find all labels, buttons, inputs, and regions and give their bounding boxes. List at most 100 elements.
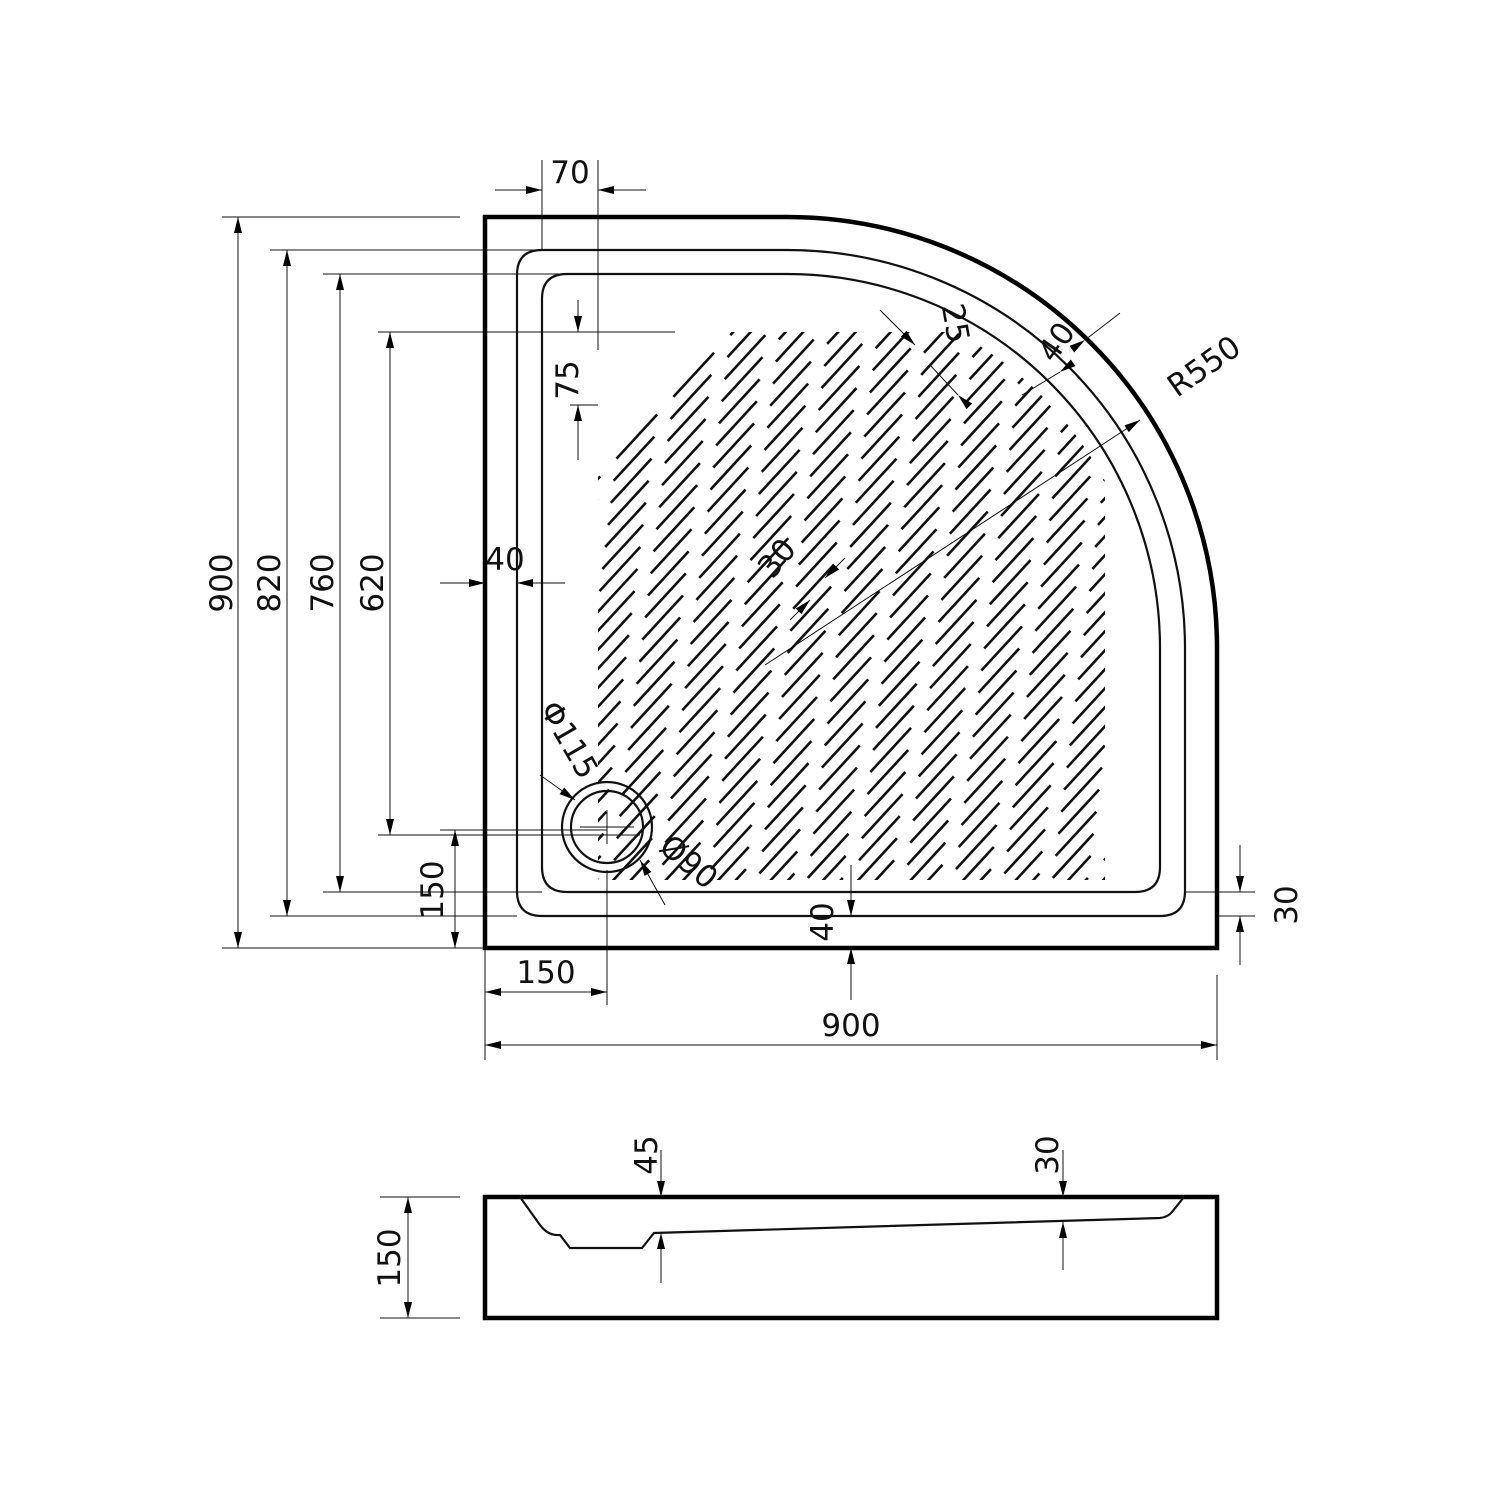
arrowhead: [451, 830, 459, 846]
pattern-stroke: [1120, 140, 1500, 900]
arrowhead: [640, 860, 652, 876]
arrowhead: [234, 932, 242, 948]
pattern-stroke: [598, 332, 1086, 880]
antislip-pattern: [598, 140, 1500, 900]
dim-basin-height: 760: [305, 553, 341, 612]
arrowhead: [234, 217, 242, 233]
arrowhead: [386, 819, 394, 835]
dim-overall-width: 900: [821, 1008, 880, 1044]
pattern-stroke: [598, 332, 1105, 880]
arrowhead: [574, 405, 582, 421]
dim-bottom-step: 30: [1269, 885, 1305, 924]
pattern-stroke: [598, 332, 1016, 880]
arrowhead: [847, 900, 855, 916]
pattern-stroke: [598, 332, 981, 880]
pattern-stroke: [1190, 140, 1500, 900]
tray-basin-outline: [540, 272, 1162, 894]
tray-rim-outline: [515, 248, 1187, 918]
dim-pattern-top-offset: 75: [550, 360, 586, 399]
arrowhead: [526, 186, 542, 194]
dim-left-rim: 40: [485, 542, 524, 578]
pattern-stroke: [944, 332, 1105, 880]
dim-rim-gap: 25: [934, 301, 976, 346]
arrowhead: [485, 1041, 501, 1049]
pattern-stroke: [926, 332, 1105, 880]
dim-corner-radius: R550: [1161, 329, 1248, 405]
pattern-stroke: [909, 332, 1105, 880]
dim-drain-outer: Φ115: [532, 695, 605, 785]
pattern-stroke: [1260, 140, 1500, 900]
pattern-stroke: [598, 332, 1105, 880]
pattern-stroke: [734, 332, 1105, 880]
arrowhead: [591, 988, 607, 996]
arrowhead: [336, 274, 344, 290]
pattern-stroke: [839, 332, 1105, 880]
pattern-stroke: [1138, 140, 1500, 900]
dimension-arrows: [234, 186, 1244, 1318]
pattern-stroke: [1278, 140, 1500, 900]
pattern-stroke: [699, 332, 1105, 880]
pattern-stroke: [821, 332, 1105, 880]
pattern-stroke: [664, 332, 1105, 880]
pattern-stroke: [1066, 332, 1105, 880]
pattern-stroke: [961, 332, 1105, 880]
dim-side-depth-drain: 45: [629, 1135, 665, 1174]
arrowhead: [283, 900, 291, 916]
pattern-stroke: [598, 332, 964, 880]
pattern-stroke: [1365, 140, 1500, 900]
pattern-stroke: [598, 332, 1105, 880]
pattern-stroke: [1243, 140, 1500, 900]
side-view: 150 45 30: [372, 1135, 1220, 1321]
arrowhead: [1124, 420, 1140, 433]
dim-top-offset: 70: [550, 155, 589, 191]
pattern-stroke: [1400, 140, 1500, 900]
pattern-stroke: [598, 332, 1069, 880]
pattern-stroke: [598, 332, 1105, 880]
pattern-stroke: [598, 332, 1034, 880]
pattern-stroke: [611, 332, 1105, 880]
pattern-stroke: [751, 332, 1105, 880]
dim-side-height: 150: [372, 1228, 408, 1287]
dim-side-depth-far: 30: [1030, 1135, 1066, 1174]
pattern-stroke: [1488, 140, 1500, 900]
drain-inner-circle: [569, 789, 645, 865]
dim-drain-inner: Ø90: [652, 828, 724, 897]
pattern-stroke: [1049, 332, 1105, 880]
pattern-stroke: [1208, 140, 1500, 900]
pattern-stroke: [1084, 332, 1105, 880]
dim-pattern-height: 620: [355, 553, 391, 612]
arrowhead: [1069, 340, 1085, 353]
arrowhead: [283, 250, 291, 266]
arrowhead: [451, 932, 459, 948]
pattern-stroke: [1313, 140, 1500, 900]
arrowhead: [900, 330, 915, 345]
dim-pattern-spacing: 30: [751, 532, 804, 585]
pattern-stroke: [996, 332, 1105, 880]
pattern-stroke: [1470, 140, 1500, 900]
arrowhead: [1060, 359, 1076, 372]
arrowhead: [336, 876, 344, 892]
pattern-stroke: [629, 332, 1105, 880]
arrowhead: [386, 332, 394, 348]
pattern-stroke: [598, 332, 1105, 880]
pattern-stroke: [1453, 140, 1500, 900]
pattern-stroke: [1295, 140, 1500, 900]
pattern-stroke: [1155, 140, 1500, 900]
arrowhead: [517, 579, 533, 587]
dim-bottom-rim: 40: [805, 902, 841, 941]
pattern-stroke: [598, 332, 1105, 880]
arrowhead: [1236, 916, 1244, 932]
arrowhead: [485, 988, 501, 996]
pattern-stroke: [979, 332, 1105, 880]
pattern-stroke: [1418, 140, 1500, 900]
arrowhead: [574, 316, 582, 332]
pattern-stroke: [874, 332, 1105, 880]
arrowhead: [1201, 1041, 1217, 1049]
arrowhead: [847, 948, 855, 964]
pattern-stroke: [769, 332, 1105, 880]
pattern-stroke: [598, 332, 1105, 880]
pattern-stroke: [804, 332, 1105, 880]
tray-outer-outline: [482, 214, 1220, 951]
